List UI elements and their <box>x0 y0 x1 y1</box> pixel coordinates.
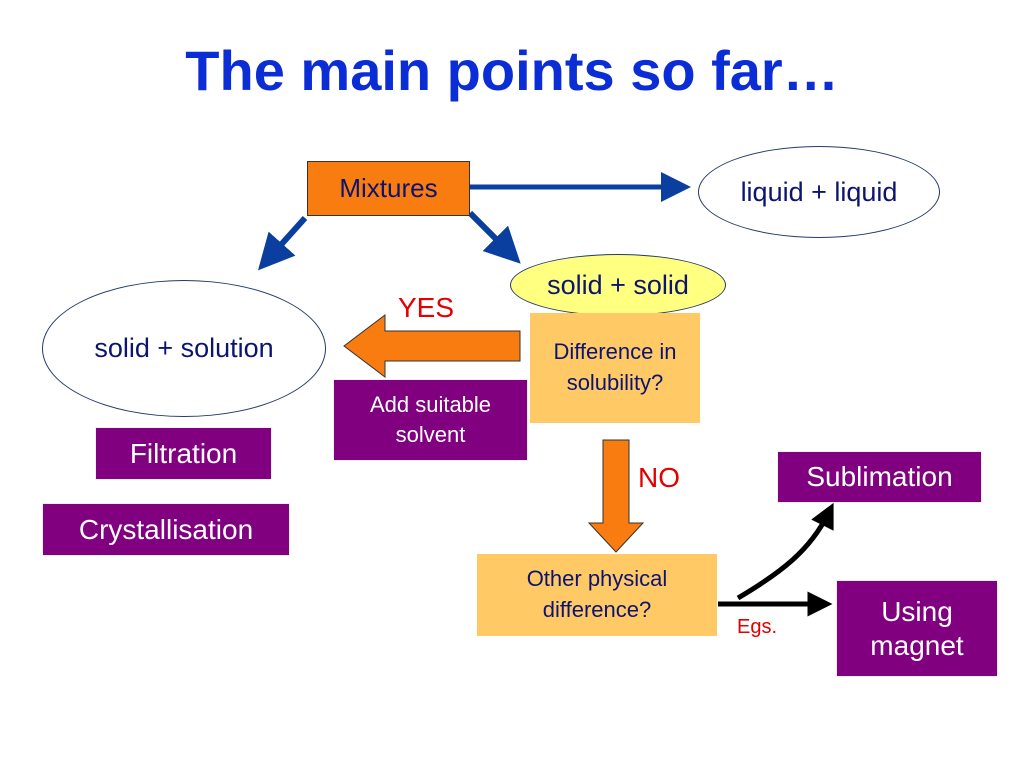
difference-solubility-box: Difference in solubility? <box>530 313 700 423</box>
yes-block-arrow <box>343 313 521 379</box>
sublimation-box: Sublimation <box>777 451 982 503</box>
solid-solid-ellipse: solid + solid <box>510 254 726 316</box>
arrow-to-solid-solid <box>467 210 521 264</box>
filtration-box: Filtration <box>95 427 272 480</box>
add-solvent-box: Add suitable solvent <box>333 379 528 461</box>
crystallisation-box: Crystallisation <box>42 503 290 556</box>
arrow-to-sublimation <box>736 502 834 601</box>
other-difference-box: Other physical difference? <box>477 554 717 636</box>
liquid-liquid-ellipse: liquid + liquid <box>698 146 940 238</box>
slide-title: The main points so far… <box>185 39 839 102</box>
egs-label: Egs. <box>737 616 778 638</box>
arrow-to-solid-solution <box>257 215 308 271</box>
no-label: NO <box>638 462 680 493</box>
yes-label: YES <box>398 292 455 323</box>
solid-solution-ellipse: solid + solution <box>42 280 326 417</box>
using-magnet-box: Using magnet <box>836 580 998 677</box>
mixtures-box: Mixtures <box>307 161 470 216</box>
no-block-arrow <box>587 439 645 553</box>
